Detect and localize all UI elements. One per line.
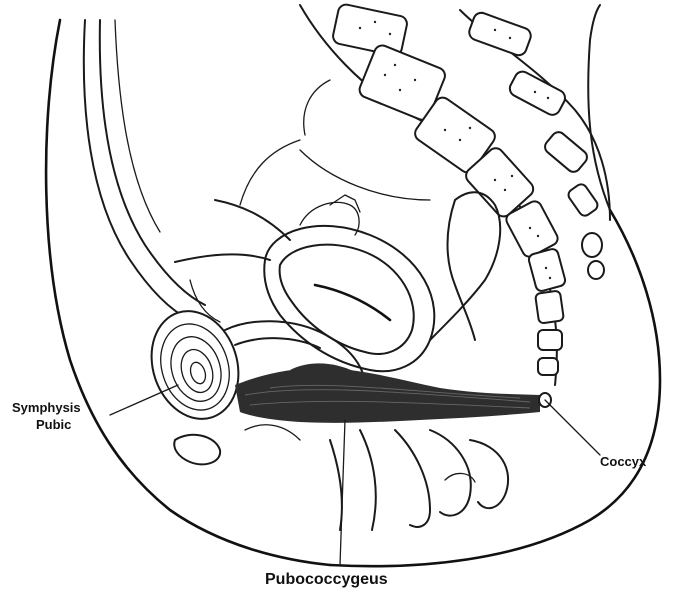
symphysis-label: Symphysis [12, 400, 81, 415]
coccyx-label: Coccyx [600, 454, 647, 469]
body-outline [46, 5, 660, 566]
bladder-wall [84, 20, 205, 320]
sacrum-spine [300, 3, 610, 385]
coccyx-leader [545, 400, 600, 455]
pubococcygeus-label: Pubococcygeus [265, 571, 388, 588]
pubococcygeus-muscle [235, 363, 540, 422]
symphysis-pubic-bone [138, 300, 252, 431]
pubic-label: Pubic [36, 417, 71, 432]
